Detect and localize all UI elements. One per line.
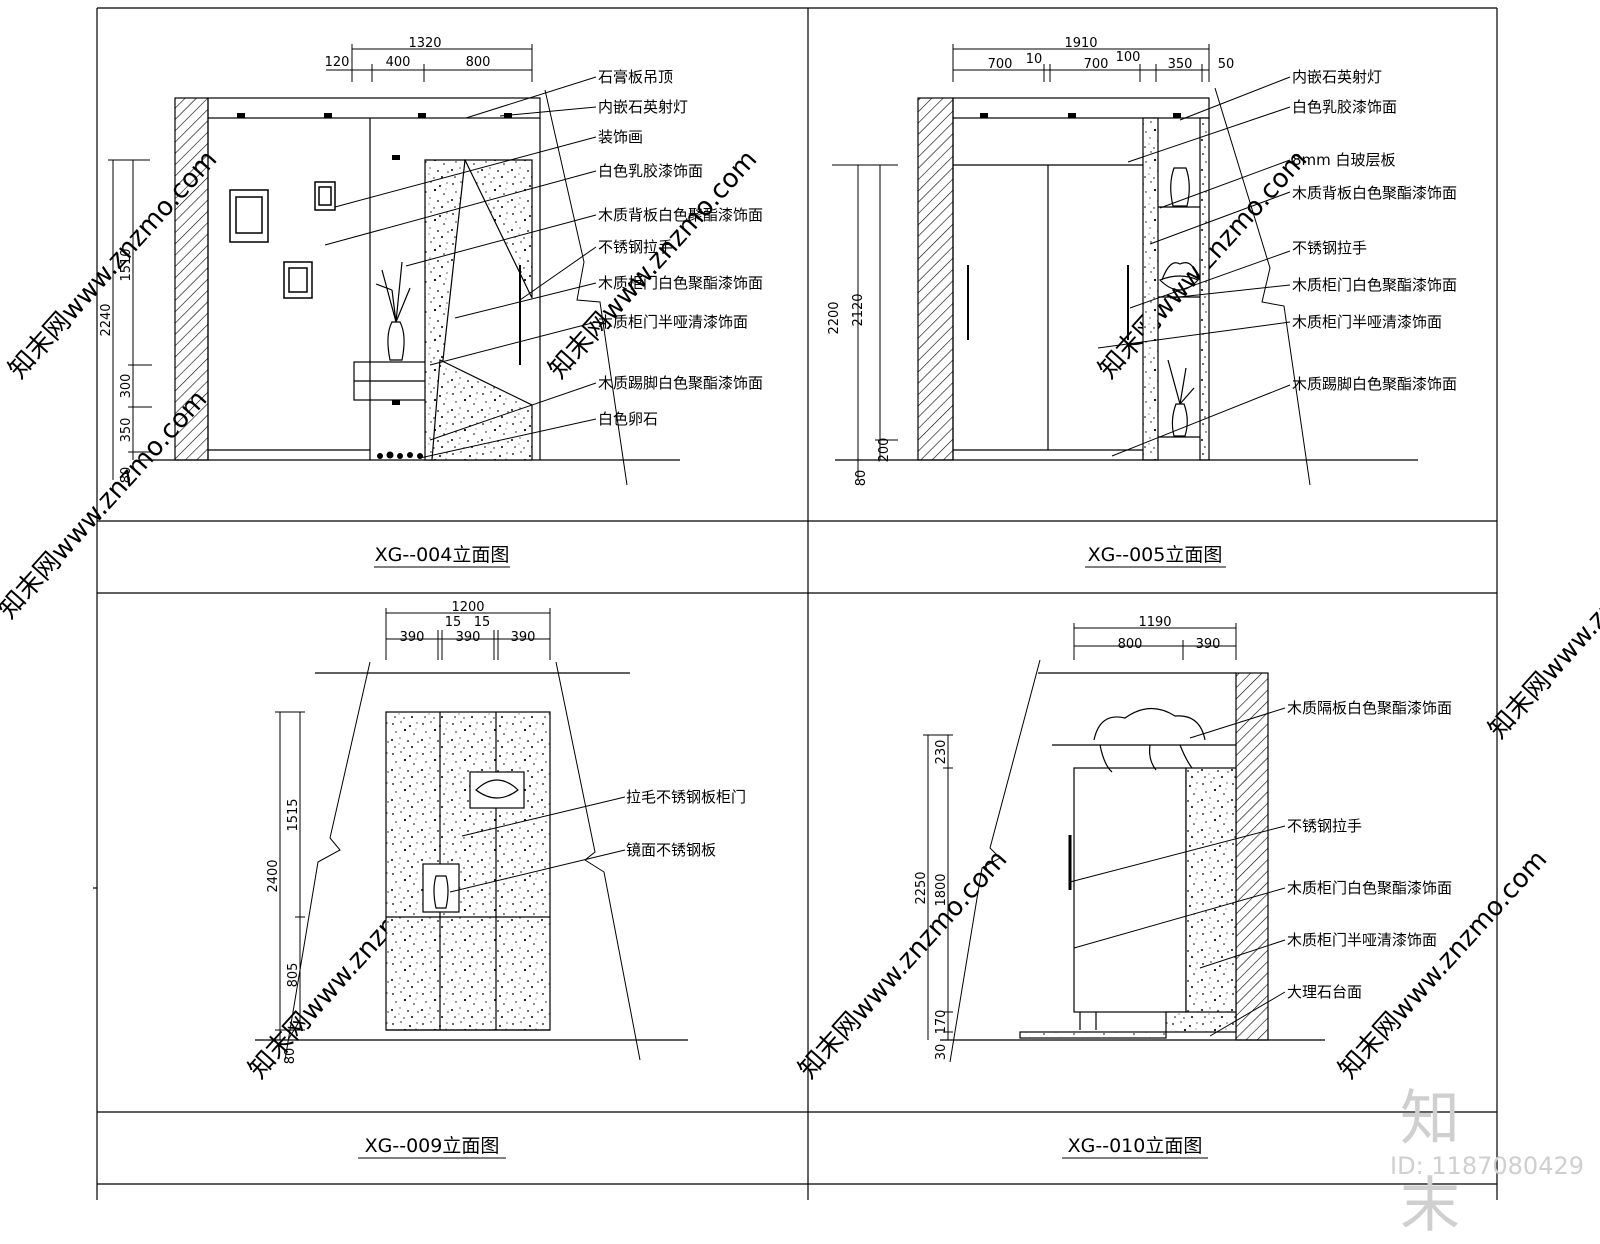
dim-text: 350	[1168, 57, 1193, 72]
dim-text: 2240	[99, 303, 114, 336]
dim-text: 390	[400, 630, 425, 645]
callout-label: 内嵌石英射灯	[1292, 68, 1382, 86]
callout-label: 木质隔板白色聚酯漆饰面	[1287, 699, 1452, 717]
callout-label: 木质背板白色聚酯漆饰面	[598, 206, 763, 224]
dim-text: 10	[1026, 52, 1043, 67]
callout-label: 木质柜门半哑清漆饰面	[1292, 313, 1442, 331]
side-dimensions	[108, 159, 152, 480]
dim-text: 200	[877, 438, 892, 463]
elevation-title: XG--005立面图	[1088, 544, 1223, 566]
panel-xg-009: 1200 15 15 390 390 390 2400 1515 805 80 …	[255, 600, 746, 1159]
leader-lines	[1097, 76, 1291, 457]
dim-text: 30	[934, 1044, 949, 1061]
callout-label: 不锈钢拉手	[1292, 239, 1367, 257]
elevation-title: XG--004立面图	[375, 544, 510, 566]
dim-text: 15	[445, 615, 462, 630]
watermark: 知末网www.znzmo.com	[1483, 505, 1600, 745]
dim-text: 2120	[851, 293, 866, 326]
callout-label: 大理石台面	[1287, 983, 1362, 1001]
dim-text: 80	[854, 470, 869, 487]
dim-text: 805	[286, 963, 301, 988]
sheet-frame	[93, 7, 1498, 1200]
callout-label: 木质背板白色聚酯漆饰面	[1292, 184, 1457, 202]
dim-text: 1800	[934, 873, 949, 906]
dim-text: 800	[1118, 637, 1143, 652]
dim-text: 1515	[286, 798, 301, 831]
dim-text: 700	[1084, 57, 1109, 72]
callout-label: 白色乳胶漆饰面	[1292, 98, 1397, 116]
break-line	[544, 89, 628, 486]
brand-watermark: 知末 ID: 1187080429	[1390, 1070, 1590, 1241]
panel-xg-010: 1190 800 390 2250 230 1800 170 30 木质隔板白色…	[914, 615, 1452, 1159]
drawing-sheet: 知末网www.znzmo.com 知末网www.znzmo.com 知末网www…	[0, 7, 1600, 1200]
callout-label: 镜面不锈钢板	[626, 841, 716, 859]
dim-text: 2400	[266, 859, 281, 892]
decorative-frames	[229, 181, 336, 299]
dim-text: 2250	[914, 871, 929, 904]
callout-label: 木质柜门半哑清漆饰面	[598, 313, 748, 331]
dim-text: 2200	[827, 301, 842, 334]
dim-text: 50	[1218, 57, 1235, 72]
callout-label: 不锈钢拉手	[1287, 817, 1362, 835]
break-line	[1214, 87, 1311, 486]
dim-text: 390	[1196, 637, 1221, 652]
dim-text: 800	[466, 55, 491, 70]
brand-id: ID: 1187080429	[1390, 1152, 1584, 1180]
dim-text: 1190	[1138, 615, 1171, 630]
top-dimensions	[326, 44, 533, 82]
dim-text: 700	[988, 57, 1013, 72]
dim-text: 390	[511, 630, 536, 645]
dim-text: 390	[456, 630, 481, 645]
break-line	[949, 659, 1041, 1063]
dim-text: 1910	[1064, 36, 1097, 51]
elevation-title: XG--009立面图	[365, 1135, 500, 1157]
top-dimensions	[385, 608, 551, 660]
dim-text: 300	[119, 374, 134, 399]
pebbles	[377, 451, 423, 459]
dim-text: 350	[119, 418, 134, 443]
callout-label: 石膏板吊顶	[598, 68, 673, 86]
callout-label: 内嵌石英射灯	[598, 98, 688, 116]
callout-label: 不锈钢拉手	[598, 238, 673, 256]
callout-label: 木质柜门半哑清漆饰面	[1287, 931, 1437, 949]
dim-text: 120	[325, 55, 350, 70]
top-dimensions	[1073, 623, 1237, 660]
callout-label: 木质柜门白色聚酯漆饰面	[598, 274, 763, 292]
side-dimensions	[832, 164, 898, 480]
watermark: 知末网www.znzmo.com	[543, 145, 763, 385]
elevation-title: XG--010立面图	[1068, 1135, 1203, 1157]
callout-label: 木质踢脚白色聚酯漆饰面	[1292, 375, 1457, 393]
callout-label: 木质柜门白色聚酯漆饰面	[1292, 276, 1457, 294]
dim-text: 400	[386, 55, 411, 70]
dim-text: 15	[474, 615, 491, 630]
leader-lines	[1069, 707, 1286, 1037]
callout-label: 8mm 白玻层板	[1292, 151, 1396, 169]
callout-label: 白色乳胶漆饰面	[598, 162, 703, 180]
callout-label: 木质踢脚白色聚酯漆饰面	[598, 374, 763, 392]
vase-decor	[375, 261, 411, 361]
leader-lines	[449, 796, 626, 893]
dim-text: 100	[1116, 50, 1141, 65]
dim-text: 1320	[408, 36, 441, 51]
dim-text: 1510	[119, 248, 134, 281]
side-dimensions	[923, 734, 953, 1040]
dim-text: 1200	[451, 600, 484, 615]
callout-label: 白色卵石	[598, 410, 658, 428]
top-dimensions	[952, 44, 1210, 82]
dim-text: 170	[934, 1010, 949, 1035]
panel-xg-005: 1910 700 10 700 100 350 50 2200 2120 200…	[827, 36, 1457, 568]
leader-lines	[324, 76, 597, 459]
callout-label: 木质柜门白色聚酯漆饰面	[1287, 879, 1452, 897]
callout-label: 拉毛不锈钢板柜门	[626, 788, 746, 806]
dim-text: 80	[119, 467, 134, 484]
dim-text: 230	[934, 740, 949, 765]
panel-xg-004: 1320 120 400 800 2240 1510 300 350 80	[99, 36, 763, 568]
callout-label: 装饰画	[598, 128, 643, 146]
